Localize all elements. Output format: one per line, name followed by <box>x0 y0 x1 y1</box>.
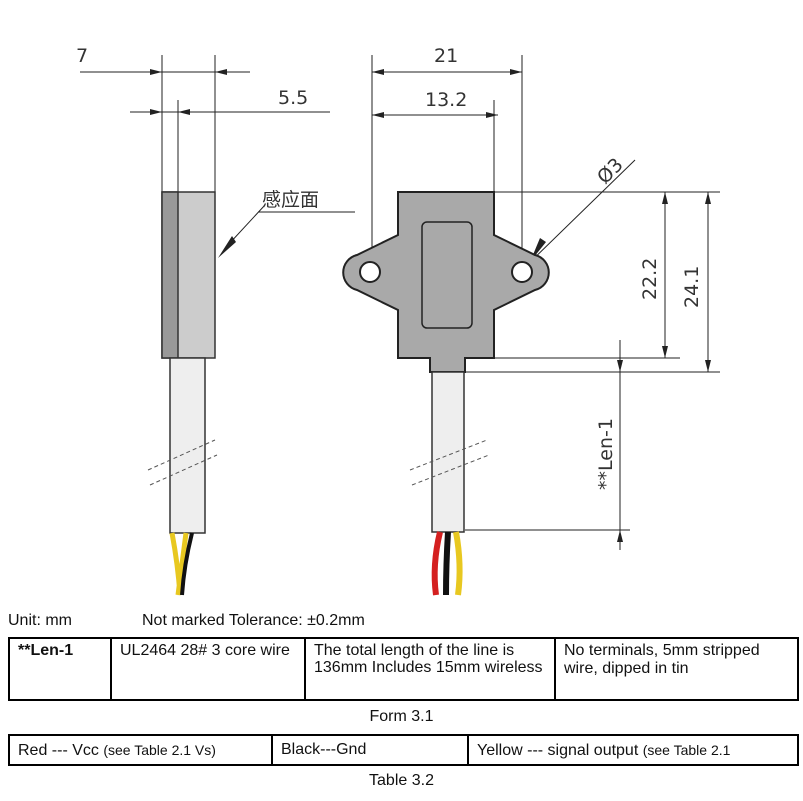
wire-red-cell: Red --- Vcc (see Table 2.1 Vs) <box>8 734 273 766</box>
wire-black-text: Black---Gnd <box>281 741 367 758</box>
dim-5-5: 5.5 <box>278 87 308 109</box>
wire-black-cell: Black---Gnd <box>271 734 469 766</box>
sensing-face-label: 感应面 <box>262 189 319 211</box>
dim-22-2: 22.2 <box>639 258 661 300</box>
form-cell-terminals: No terminals, 5mm stripped wire, dipped … <box>554 637 799 701</box>
dim-7: 7 <box>76 45 88 67</box>
wire-yellow-text: Yellow --- signal output <box>477 741 643 759</box>
dim-24-1: 24.1 <box>681 266 703 308</box>
form-cell-wire: UL2464 28# 3 core wire <box>110 637 306 701</box>
wire-yellow-cell: Yellow --- signal output (see Table 2.1 <box>467 734 799 766</box>
dim-21: 21 <box>434 45 458 67</box>
form-caption: Form 3.1 <box>369 708 434 725</box>
form-cell-len: **Len-1 <box>8 637 112 701</box>
table-caption: Table 3.2 <box>369 772 434 789</box>
unit-note: Unit: mm <box>8 612 72 629</box>
dim-len-1: **Len-1 <box>595 418 617 490</box>
form-3-1: **Len-1 UL2464 28# 3 core wire The total… <box>8 637 799 701</box>
wire-red-note: (see Table 2.1 Vs) <box>103 741 216 758</box>
sensor-drawing: 7 5.5 21 13.2 Ø3 22.2 24.1 **Len-1 感应面 <box>76 45 720 596</box>
dim-phi3: Ø3 <box>593 154 628 189</box>
wire-yellow-note: (see Table 2.1 <box>642 741 731 758</box>
dim-13-2: 13.2 <box>425 89 467 111</box>
wire-red-text: Red --- Vcc <box>18 741 104 759</box>
form-cell-length: The total length of the line is 136mm In… <box>304 637 556 701</box>
table-3-2: Red --- Vcc (see Table 2.1 Vs) Black---G… <box>8 734 799 766</box>
tolerance-note: Not marked Tolerance: ±0.2mm <box>142 612 365 629</box>
